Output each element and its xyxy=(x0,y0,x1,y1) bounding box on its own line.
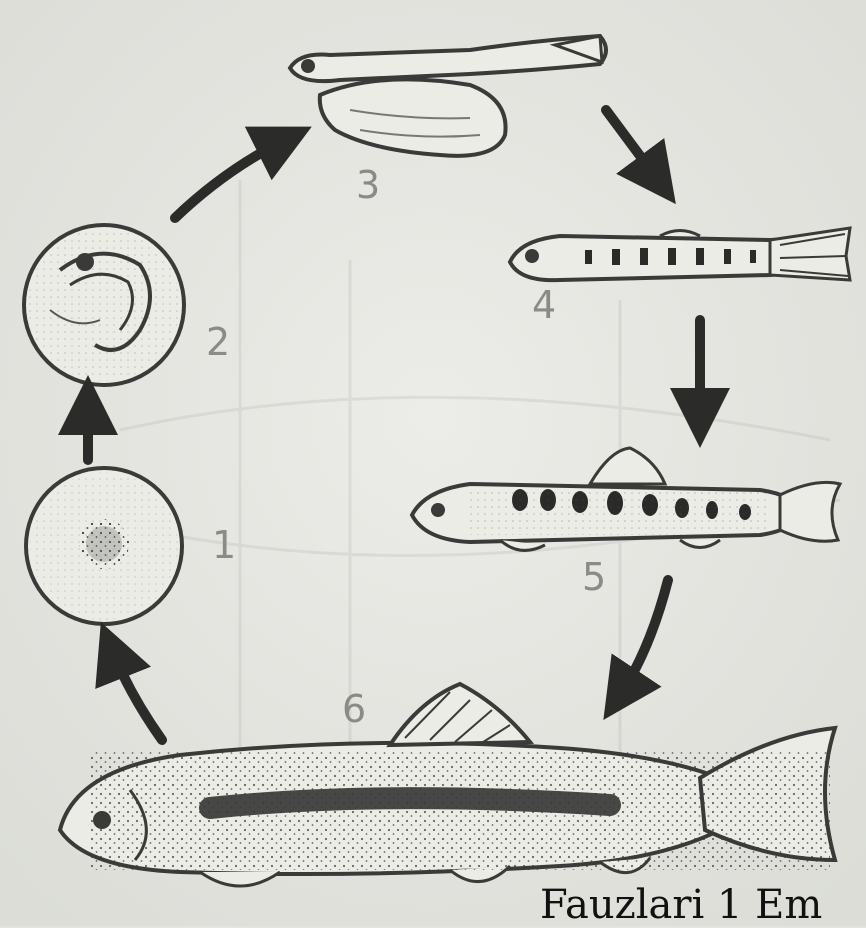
label-stage-3: 3 xyxy=(356,163,380,207)
label-stage-2: 2 xyxy=(206,320,230,364)
caption-fragment: Fauzlari 1 Em xyxy=(540,882,822,928)
stage-2-embryo-in-egg xyxy=(24,225,184,385)
stage-1-egg xyxy=(26,468,182,624)
stage-4-fry xyxy=(510,228,850,280)
label-stage-4: 4 xyxy=(532,283,556,327)
label-stage-1: 1 xyxy=(212,523,236,567)
label-stage-5: 5 xyxy=(582,555,606,599)
label-stage-6: 6 xyxy=(342,687,366,731)
